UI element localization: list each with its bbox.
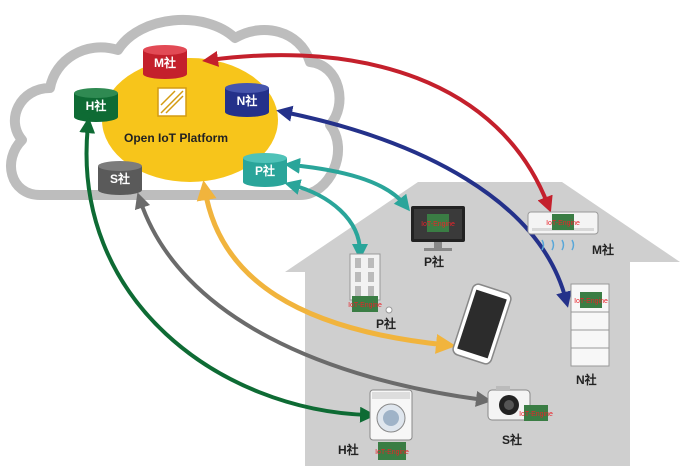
aircon-chip-label: IoT-Engine: [546, 220, 580, 227]
cylinder-h-label: H社: [86, 98, 107, 113]
aircon-label: M社: [592, 242, 614, 257]
cylinder-h: H社: [74, 88, 118, 122]
tv-chip-label: IoT-Engine: [421, 221, 455, 228]
cylinder-p-label: P社: [255, 163, 275, 178]
switch-device: IoT-Engine P社: [348, 253, 396, 331]
cylinder-m: M社: [143, 45, 187, 79]
cylinder-s: S社: [98, 161, 142, 195]
tablet-device: [452, 283, 512, 365]
cylinder-s-label: S社: [110, 171, 130, 186]
washer-label: H社: [338, 442, 359, 457]
fridge-chip-label: IoT-Engine: [574, 298, 608, 305]
washer-chip: IoT-Engine: [375, 442, 409, 460]
platform-title: Open IoT Platform: [124, 131, 228, 145]
washer-device: IoT-Engine H社: [338, 389, 413, 460]
platform-logo-icon: [157, 87, 187, 117]
aircon-chip: IoT-Engine: [546, 214, 580, 230]
cylinder-n-label: N社: [237, 93, 258, 108]
tv-device: IoT-Engine P社: [411, 206, 465, 269]
fridge-label: N社: [576, 372, 597, 387]
fridge-device: IoT-Engine N社: [570, 283, 610, 387]
camera-chip-label: IoT-Engine: [519, 411, 553, 418]
fridge-chip: IoT-Engine: [574, 292, 608, 308]
switch-chip: IoT-Engine: [348, 296, 382, 312]
camera-chip: IoT-Engine: [519, 405, 553, 421]
arrow-h-washer: [79, 117, 376, 423]
camera-device: IoT-Engine S社: [487, 386, 553, 447]
cylinder-n: N社: [225, 83, 269, 117]
cylinder-p: P社: [243, 153, 287, 187]
switch-label: P社: [376, 316, 396, 331]
tv-chip: IoT-Engine: [421, 214, 455, 232]
cylinder-m-label: M社: [154, 55, 176, 70]
aircon-device: IoT-Engine M社: [527, 211, 614, 257]
camera-label: S社: [502, 432, 522, 447]
tv-label: P社: [424, 254, 444, 269]
washer-chip-label: IoT-Engine: [375, 449, 409, 456]
switch-chip-label: IoT-Engine: [348, 302, 382, 309]
